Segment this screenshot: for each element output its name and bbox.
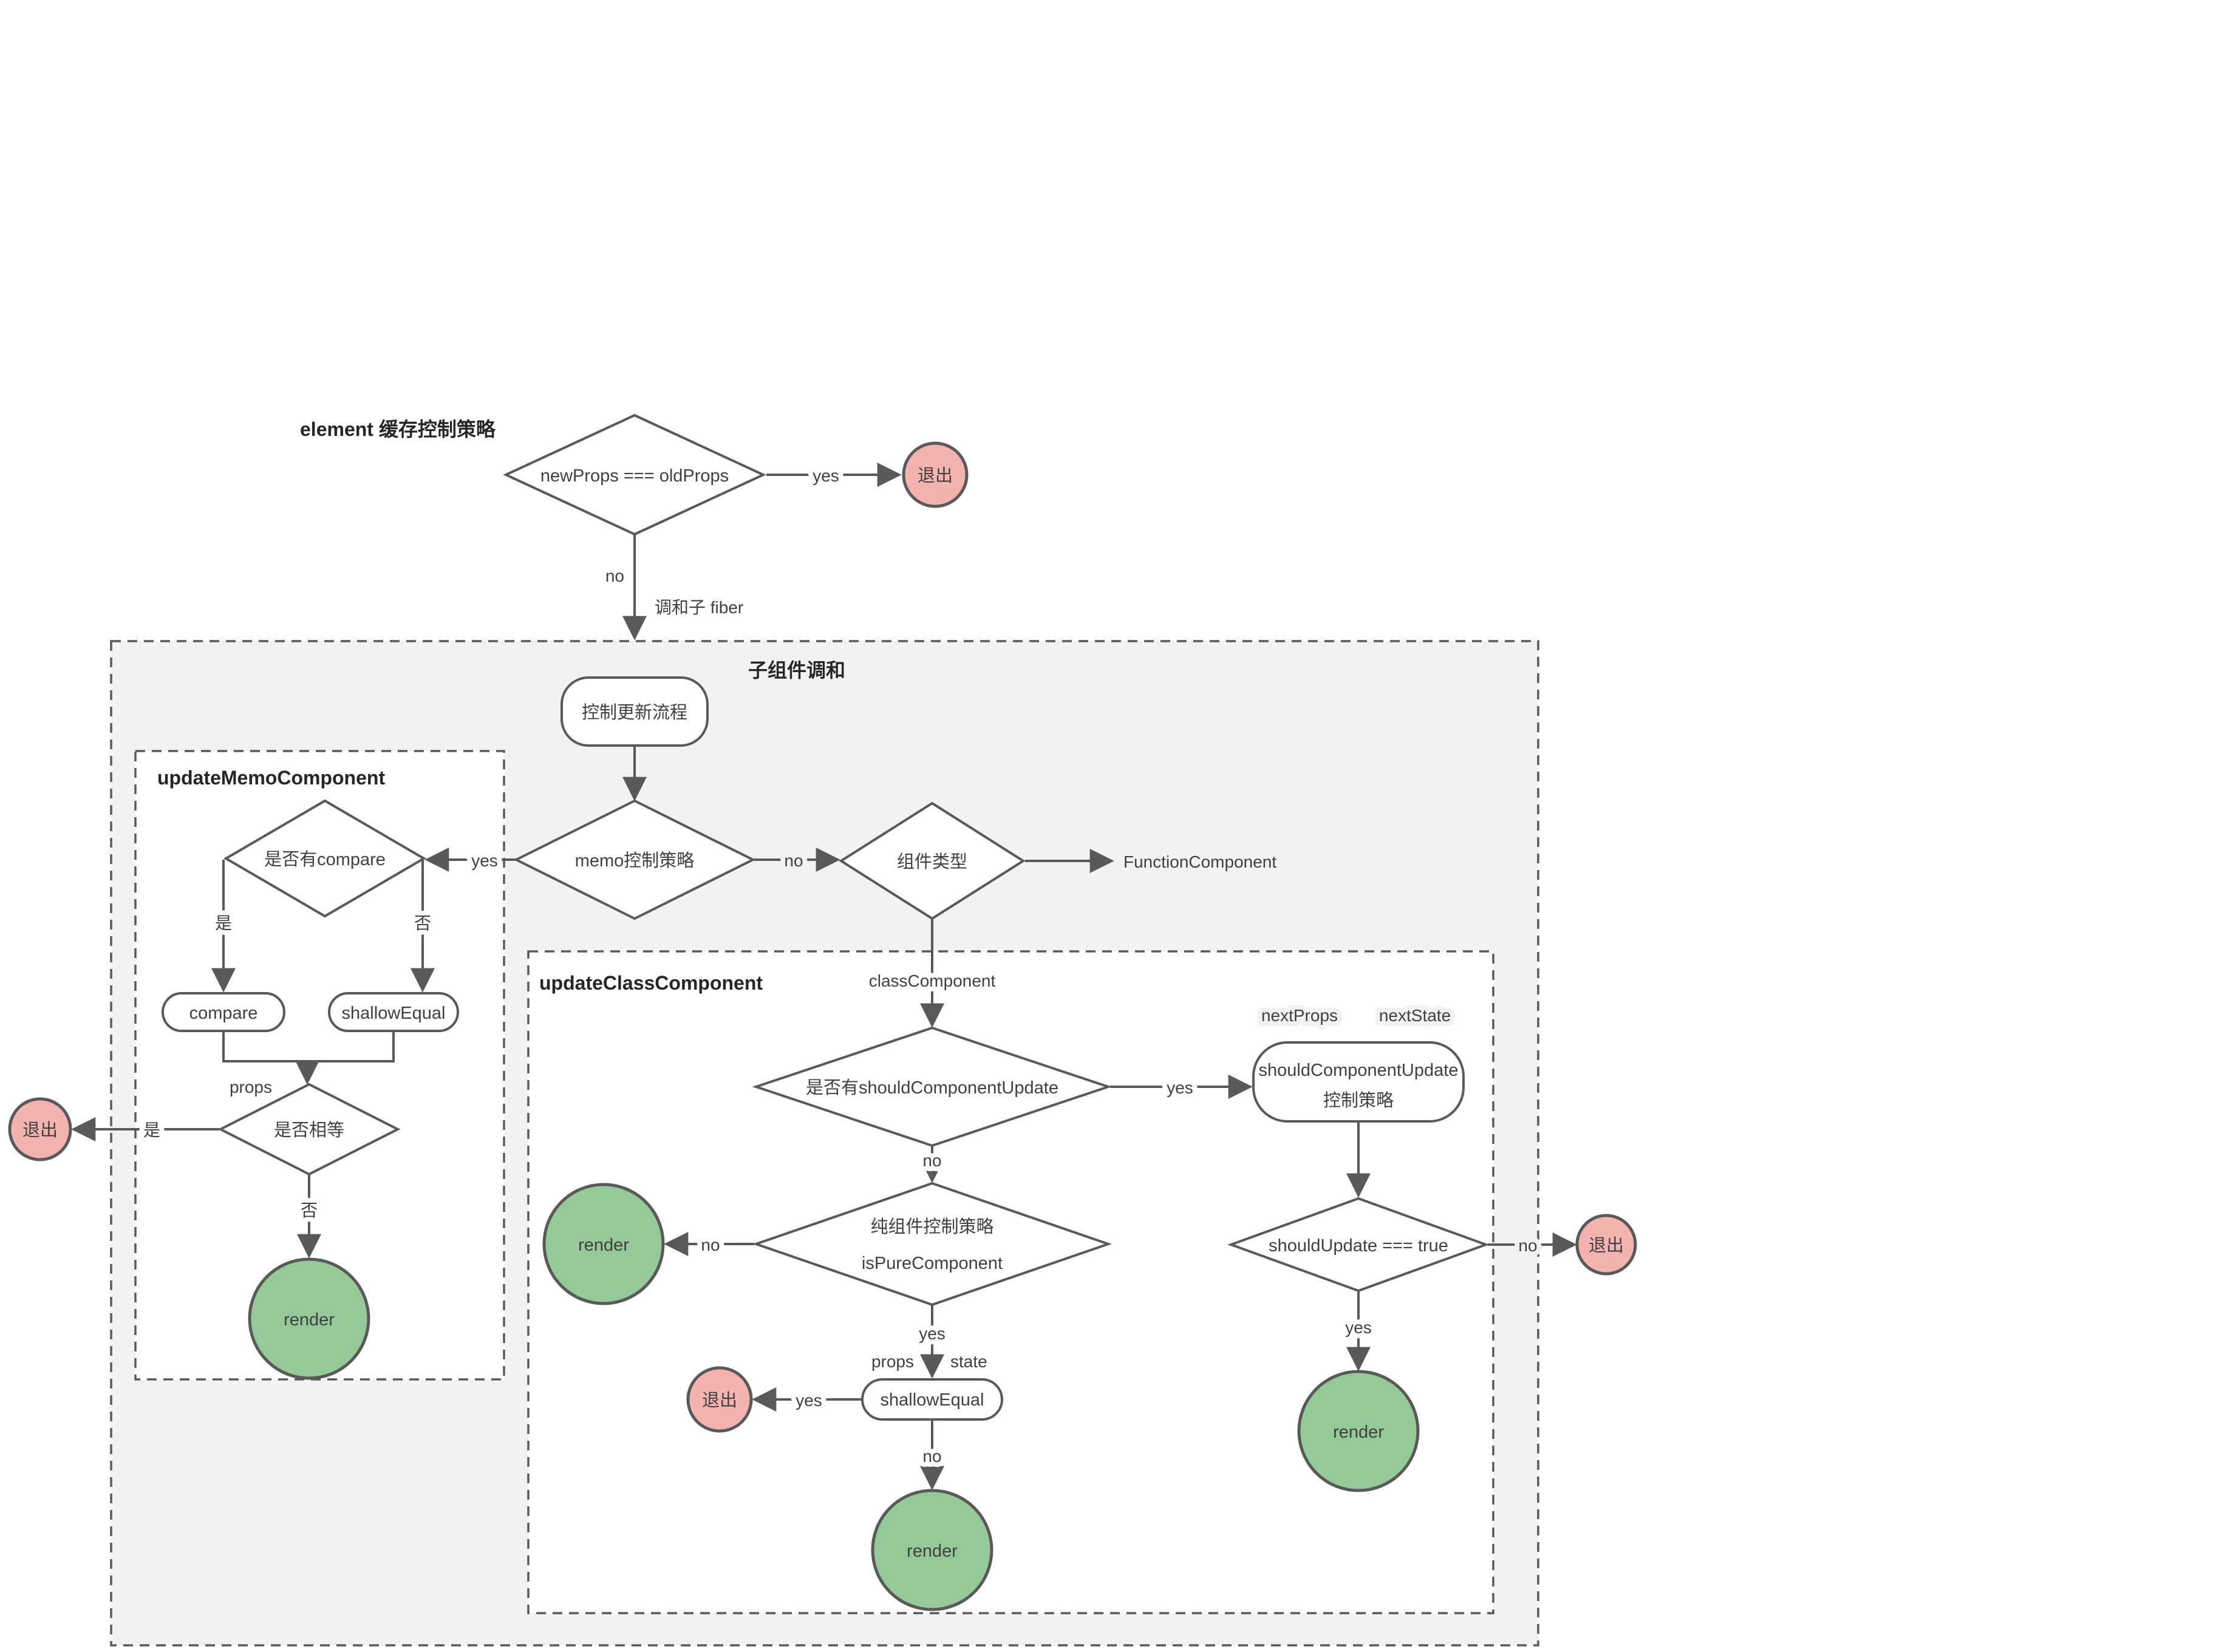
decision-has-shouldcomponentupdate bbox=[752, 1026, 1112, 1147]
label-yes-hasscu: yes bbox=[1167, 1078, 1193, 1097]
label-yes-pure: yes bbox=[919, 1324, 946, 1343]
render-node-pure-label: render bbox=[578, 1236, 629, 1255]
label-yes-shallow: yes bbox=[796, 1391, 822, 1410]
label-nextprops: nextProps bbox=[1261, 1006, 1338, 1025]
label-no-shouldupdate: no bbox=[1518, 1236, 1537, 1255]
label-no-shallow: no bbox=[922, 1447, 941, 1466]
decision-newprops-label: newProps === oldProps bbox=[540, 466, 729, 486]
label-no-memo: no bbox=[784, 851, 803, 870]
exit-node-shouldupdate bbox=[1575, 1214, 1637, 1276]
process-compare bbox=[162, 992, 285, 1032]
decision-has-shouldcomponentupdate-label: 是否有shouldComponentUpdate bbox=[806, 1078, 1058, 1098]
decision-has-compare-label: 是否有compare bbox=[264, 849, 386, 869]
exit-node-shallow-label: 退出 bbox=[702, 1390, 737, 1410]
label-fou-compare: 否 bbox=[414, 914, 431, 933]
exit-node-top-label: 退出 bbox=[918, 466, 953, 486]
label-no-pure: no bbox=[701, 1236, 720, 1254]
process-shallow-equal-memo bbox=[328, 992, 459, 1032]
render-node-shallow bbox=[871, 1489, 993, 1611]
process-control-update-label: 控制更新流程 bbox=[582, 702, 687, 722]
label-yes-newprops: yes bbox=[813, 466, 839, 485]
decision-has-compare bbox=[223, 799, 426, 918]
process-scu-strategy-label1: shouldComponentUpdate bbox=[1259, 1061, 1459, 1080]
label-classcomponent: classComponent bbox=[869, 971, 996, 990]
render-node-memo bbox=[248, 1257, 370, 1380]
exit-node-memo bbox=[8, 1097, 72, 1161]
label-nextstate: nextState bbox=[1379, 1006, 1451, 1025]
decision-should-update-true-label: shouldUpdate === true bbox=[1269, 1236, 1448, 1256]
process-scu-strategy bbox=[1252, 1041, 1465, 1123]
memo-box-title: updateMemoComponent bbox=[157, 767, 385, 789]
decision-should-update-true bbox=[1227, 1197, 1490, 1293]
label-props-isequal: props bbox=[230, 1078, 272, 1096]
decision-component-type bbox=[839, 801, 1026, 920]
decision-newprops-oldprops bbox=[503, 413, 766, 536]
process-control-update bbox=[561, 676, 709, 747]
decision-pure-component bbox=[752, 1181, 1112, 1307]
render-node-memo-label: render bbox=[284, 1310, 335, 1330]
exit-node-memo-label: 退出 bbox=[22, 1120, 58, 1140]
label-shi-compare: 是 bbox=[215, 914, 232, 933]
decision-is-equal-label: 是否相等 bbox=[274, 1120, 344, 1140]
label-no-newprops: no bbox=[605, 566, 624, 585]
label-props-shallow: props bbox=[871, 1352, 914, 1371]
render-node-pure bbox=[542, 1183, 665, 1305]
render-node-shallow-label: render bbox=[907, 1542, 958, 1561]
decision-component-type-label: 组件类型 bbox=[897, 852, 967, 872]
process-scu-strategy-label2: 控制策略 bbox=[1323, 1090, 1394, 1110]
label-shi-isequal: 是 bbox=[143, 1121, 160, 1140]
label-fou-isequal: 否 bbox=[301, 1201, 318, 1220]
exit-node-shouldupdate-label: 退出 bbox=[1589, 1236, 1624, 1256]
decision-is-equal bbox=[217, 1083, 401, 1176]
render-node-shouldupdate bbox=[1297, 1370, 1420, 1492]
edge-merge-right bbox=[223, 1031, 395, 1062]
label-function-component: FunctionComponent bbox=[1123, 852, 1276, 871]
exit-node-shallow bbox=[686, 1366, 753, 1433]
decision-pure-component-label1: 纯组件控制策略 bbox=[870, 1217, 993, 1237]
page-title: element 缓存控制策略 bbox=[300, 418, 496, 440]
class-box-title: updateClassComponent bbox=[539, 972, 763, 994]
label-no-hasscu: no bbox=[922, 1151, 941, 1170]
reconcile-title: 子组件调和 bbox=[748, 659, 845, 681]
process-shallow-equal-class bbox=[861, 1378, 1003, 1421]
process-shallow-equal-memo-label: shallowEqual bbox=[342, 1004, 446, 1023]
exit-node-top bbox=[902, 441, 969, 508]
decision-pure-component-label2: isPureComponent bbox=[862, 1254, 1003, 1273]
label-yes-shouldupdate: yes bbox=[1345, 1318, 1372, 1337]
process-shallow-equal-class-label: shallowEqual bbox=[881, 1390, 984, 1410]
decision-memo-strategy bbox=[513, 799, 756, 920]
process-compare-label: compare bbox=[189, 1004, 258, 1023]
label-yes-memo: yes bbox=[471, 851, 498, 870]
render-node-shouldupdate-label: render bbox=[1333, 1423, 1384, 1442]
label-state-shallow: state bbox=[950, 1352, 987, 1371]
decision-memo-strategy-label: memo控制策略 bbox=[575, 851, 695, 871]
label-reconcile-fiber: 调和子 fiber bbox=[655, 598, 743, 617]
